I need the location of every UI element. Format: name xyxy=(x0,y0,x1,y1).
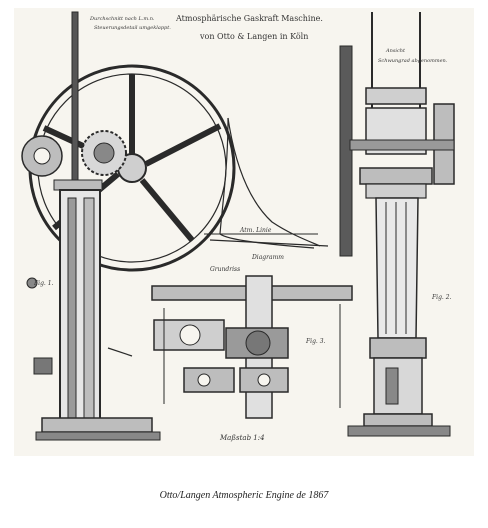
engine-drawing xyxy=(14,8,474,456)
plan-view xyxy=(151,275,353,419)
gear-assembly-left xyxy=(21,130,127,289)
engraving-plate: Atmosphärische Gaskraft Maschine. von Ot… xyxy=(14,8,474,456)
fig2-label: Fig. 2. xyxy=(432,294,452,301)
atm-line-label: Atm. Linie xyxy=(240,227,272,234)
cylinder-column-left xyxy=(33,11,161,441)
right-view-note-2: Schwungrad abgenommen. xyxy=(378,58,448,64)
scale-label: Maßstab 1:4 xyxy=(220,434,265,442)
image-caption: Otto/Langen Atmospheric Engine de 1867 xyxy=(159,490,329,501)
fig3-label: Fig. 3. xyxy=(306,338,326,345)
fig1-label: Fig. 1. xyxy=(34,280,54,287)
indicator-diagram xyxy=(204,117,329,249)
header-title: Atmosphärische Gaskraft Maschine. xyxy=(176,14,323,23)
left-section-note-2: Steuerungsdetail umgeklappt. xyxy=(94,25,171,31)
grundriss-label: Grundriss xyxy=(210,266,241,273)
left-section-note: Durchschnitt nach L.m.n. xyxy=(90,16,155,22)
header-subtitle: von Otto & Langen in Köln xyxy=(200,32,309,41)
front-elevation-right xyxy=(339,12,455,437)
diagram-label: Diagramm xyxy=(252,254,284,261)
right-view-note: Ansicht xyxy=(386,48,406,54)
